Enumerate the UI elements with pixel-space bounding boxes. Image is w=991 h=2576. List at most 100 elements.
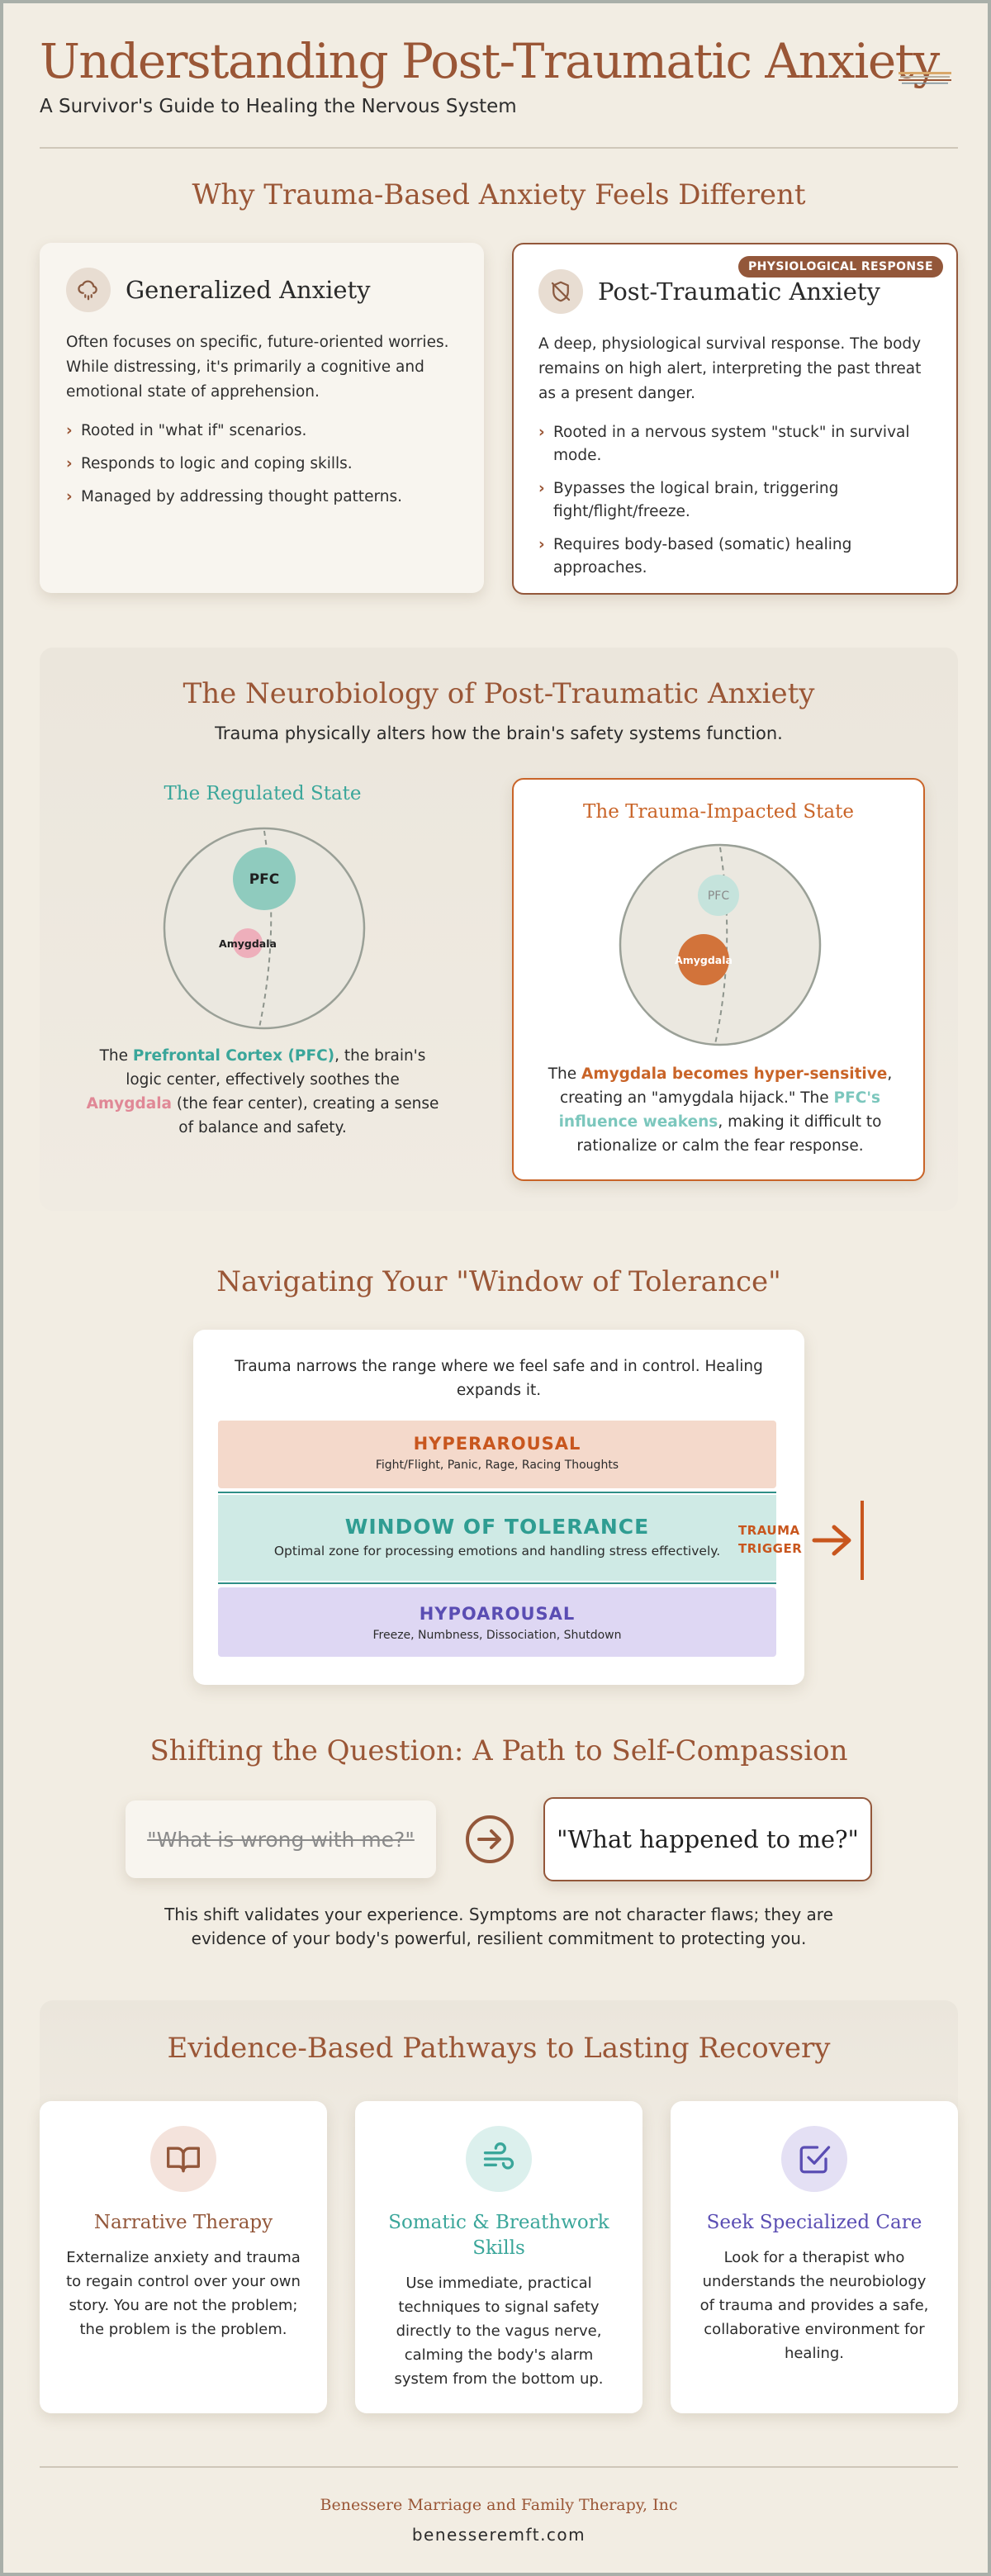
pathway-card-specialized-care: Seek Specialized Care Look for a therapi… [671, 2101, 958, 2413]
arrow-right-icon [812, 1501, 864, 1580]
post-traumatic-anxiety-description: A deep, physiological survival response.… [538, 335, 922, 402]
neurobiology-title: The Neurobiology of Post-Traumatic Anxie… [183, 677, 815, 710]
pfc-highlight: PFC's influence weakens [558, 1089, 880, 1131]
pathway-card-somatic-breathwork: Somatic & Breathwork Skills Use immediat… [355, 2101, 642, 2413]
pathway-title: Seek Specialized Care [706, 2212, 922, 2233]
regulated-brain-diagram: PFC Amygdala [163, 827, 366, 1030]
pathway-description: Use immediate, practical techniques to s… [394, 2275, 604, 2388]
bullet-text: Rooted in a nervous system "stuck" in su… [553, 424, 910, 464]
pathway-description: Externalize anxiety and trauma to regain… [66, 2249, 301, 2338]
text-segment: , creating an "amygdala hijack." The [559, 1065, 893, 1107]
bullet-text: Bypasses the logical brain, triggering f… [553, 480, 839, 520]
hypoarousal-zone: HYPOAROUSAL Freeze, Numbness, Dissociati… [218, 1587, 776, 1657]
page-subtitle: A Survivor's Guide to Healing the Nervou… [40, 96, 517, 117]
amygdala-highlight: Amygdala becomes hyper-sensitive [581, 1065, 888, 1083]
window-of-tolerance-card: Trauma narrows the range where we feel s… [193, 1330, 864, 1685]
chevron-right-icon: › [538, 536, 545, 553]
window-top-border [218, 1492, 776, 1493]
chevron-right-icon: › [538, 424, 545, 441]
wind-icon [466, 2126, 532, 2192]
pathway-title: Somatic & Breathwork Skills [388, 2212, 609, 2259]
hypoarousal-description: Freeze, Numbness, Dissociation, Shutdown [372, 1629, 622, 1642]
chevron-right-icon: › [66, 488, 73, 505]
physiological-response-badge: PHYSIOLOGICAL RESPONSE [738, 256, 943, 278]
page-title: Understanding Post-Traumatic Anxiety [40, 33, 940, 89]
cloud-rain-icon [66, 268, 111, 312]
window-of-tolerance-description: Optimal zone for processing emotions and… [273, 1544, 721, 1558]
list-item: › Requires body-based (somatic) healing a… [538, 534, 932, 580]
text-segment: , the brain's logic center, effectively … [126, 1047, 426, 1089]
trauma-impacted-state-title: The Trauma-Impacted State [583, 801, 854, 823]
hyperarousal-title: HYPERAROUSAL [413, 1434, 581, 1454]
amygdala-label: Amygdala [219, 937, 277, 950]
post-traumatic-anxiety-bullets: › Rooted in a nervous system "stuck" in s… [538, 421, 932, 580]
trauma-impacted-state-description: The Amygdala becomes hyper-sensitive, cr… [547, 1062, 894, 1158]
text-segment: (the fear center), creating a sense of b… [172, 1095, 439, 1136]
hyperarousal-description: Fight/Flight, Panic, Rage, Racing Though… [375, 1459, 619, 1472]
bullet-text: Requires body-based (somatic) healing ap… [553, 536, 852, 576]
generalized-anxiety-title: Generalized Anxiety [126, 276, 371, 304]
window-of-tolerance-title: Navigating Your "Window of Tolerance" [216, 1265, 781, 1298]
pathway-card-narrative-therapy: Narrative Therapy Externalize anxiety an… [40, 2101, 327, 2413]
neurobiology-subtitle: Trauma physically alters how the brain's… [215, 723, 783, 743]
neurobiology-section: The Neurobiology of Post-Traumatic Anxie… [40, 648, 958, 1211]
logo-icon [899, 72, 951, 84]
regulated-state-description: The Prefrontal Cortex (PFC), the brain's… [81, 1044, 444, 1140]
list-item: › Rooted in a nervous system "stuck" in s… [538, 421, 932, 467]
chevron-right-icon: › [66, 422, 73, 439]
old-question-card: "What is wrong with me?" [126, 1800, 436, 1878]
post-traumatic-anxiety-title: Post-Traumatic Anxiety [598, 278, 880, 306]
header-divider [40, 147, 958, 149]
list-item: › Managed by addressing thought patterns. [66, 486, 458, 509]
generalized-anxiety-description: Often focuses on specific, future-orient… [66, 334, 449, 401]
hyperarousal-zone: HYPERAROUSAL Fight/Flight, Panic, Rage, … [218, 1421, 776, 1488]
post-traumatic-anxiety-card: PHYSIOLOGICAL RESPONSE Post-Traumatic An… [512, 243, 958, 595]
comparison-title: Why Trauma-Based Anxiety Feels Different [192, 178, 806, 211]
book-open-icon [150, 2126, 216, 2192]
pfc-highlight: Prefrontal Cortex (PFC) [132, 1047, 335, 1065]
text-segment: The [99, 1047, 133, 1065]
new-question-card: "What happened to me?" [543, 1797, 872, 1881]
chevron-right-icon: › [538, 480, 545, 497]
chevron-right-icon: › [66, 455, 73, 472]
trauma-trigger-label: TRAUMA TRIGGER [738, 1521, 802, 1558]
generalized-anxiety-card: Generalized Anxiety Often focuses on spe… [40, 243, 484, 593]
text-segment: , making it difficult to rationalize or … [576, 1113, 882, 1155]
amygdala-highlight: Amygdala [86, 1095, 173, 1112]
trauma-trigger-line: TRIGGER [738, 1541, 803, 1556]
pathway-description: Look for a therapist who understands the… [699, 2249, 929, 2362]
arrow-circle-right-icon [466, 1815, 514, 1863]
check-square-icon [781, 2126, 847, 2192]
window-intro: Trauma narrows the range where we feel s… [235, 1358, 763, 1399]
trauma-impacted-state-panel: The Trauma-Impacted State PFC Amygdala T… [512, 778, 925, 1181]
shield-off-icon [538, 269, 583, 314]
generalized-anxiety-bullets: › Rooted in "what if" scenarios. › Respond… [66, 420, 458, 509]
pathway-title: Narrative Therapy [93, 2212, 273, 2233]
pfc-label: PFC [708, 890, 729, 903]
list-item: › Bypasses the logical brain, triggering … [538, 477, 932, 524]
header: Understanding Post-Traumatic Anxiety A S… [40, 33, 958, 117]
footer-organization: Benessere Marriage and Family Therapy, I… [320, 2496, 678, 2514]
window-bottom-border [218, 1582, 776, 1584]
footer-url: benesseremft.com [411, 2525, 586, 2545]
text-segment: The [548, 1065, 582, 1083]
window-of-tolerance-label: WINDOW OF TOLERANCE [344, 1515, 650, 1539]
shift-title: Shifting the Question: A Path to Self-Co… [149, 1734, 848, 1767]
trauma-brain-diagram: PFC Amygdala [619, 843, 822, 1046]
footer-divider [40, 2466, 958, 2468]
pfc-label: PFC [249, 871, 280, 888]
hypoarousal-title: HYPOAROUSAL [419, 1604, 576, 1624]
amygdala-label: Amygdala [675, 954, 733, 966]
regulated-state-panel: The Regulated State PFC Amygdala The Pre… [73, 778, 453, 1174]
bullet-text: Responds to logic and coping skills. [81, 455, 353, 472]
window-of-tolerance-zone: WINDOW OF TOLERANCE Optimal zone for pro… [218, 1495, 776, 1581]
bullet-text: Rooted in "what if" scenarios. [81, 422, 307, 439]
list-item: › Responds to logic and coping skills. [66, 453, 458, 476]
pathways-title: Evidence-Based Pathways to Lasting Recov… [167, 2032, 831, 2065]
bullet-text: Managed by addressing thought patterns. [81, 488, 402, 505]
trauma-trigger-line: TRAUMA [738, 1523, 800, 1538]
regulated-state-title: The Regulated State [164, 783, 362, 804]
list-item: › Rooted in "what if" scenarios. [66, 420, 458, 443]
shift-description: This shift validates your experience. Sy… [164, 1905, 833, 1948]
